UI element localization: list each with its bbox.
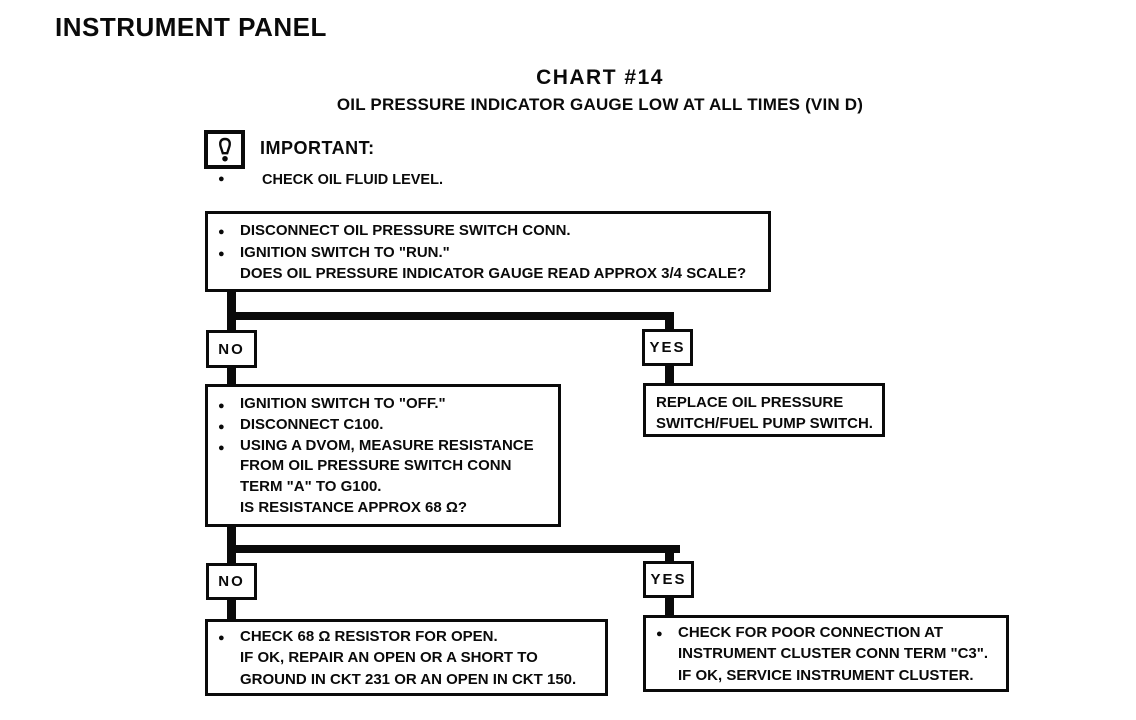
step2-line: TERM "A" TO G100. xyxy=(240,478,382,496)
connector-line xyxy=(227,545,680,553)
step2-box: IGNITION SWITCH TO "OFF." DISCONNECT C10… xyxy=(205,384,561,527)
yes-label: YES xyxy=(650,571,687,588)
connector-line xyxy=(227,312,674,320)
connector-line xyxy=(665,312,674,330)
step2-line: FROM OIL PRESSURE SWITCH CONN xyxy=(240,457,512,475)
important-note: CHECK OIL FLUID LEVEL. xyxy=(205,172,762,188)
action-line: INSTRUMENT CLUSTER CONN TERM "C3". xyxy=(678,645,989,663)
yes-branch-box-1: YES xyxy=(642,329,693,366)
no-label: NO xyxy=(218,340,245,358)
chart-subtitle: OIL PRESSURE INDICATOR GAUGE LOW AT ALL … xyxy=(336,95,864,114)
yes-branch-box-2: YES xyxy=(643,561,694,598)
chart-title: CHART #14 xyxy=(536,66,664,89)
step1-line: IGNITION SWITCH TO "RUN." xyxy=(208,242,768,264)
step2-line: DISCONNECT C100. xyxy=(208,415,558,438)
action-line: CHECK FOR POOR CONNECTION AT xyxy=(646,622,1006,646)
connector-line xyxy=(227,290,236,331)
page-title: INSTRUMENT PANEL xyxy=(55,12,327,42)
exclamation-icon xyxy=(204,130,245,169)
no-branch-box-2: NO xyxy=(206,563,257,600)
check-resistor-box: CHECK 68 Ω RESISTOR FOR OPEN. IF OK, REP… xyxy=(205,619,608,696)
connector-line xyxy=(665,545,674,562)
connector-line xyxy=(227,600,236,620)
step1-box: DISCONNECT OIL PRESSURE SWITCH CONN. IGN… xyxy=(205,211,771,292)
step2-line: IGNITION SWITCH TO "OFF." xyxy=(208,394,558,417)
replace-line: SWITCH/FUEL PUMP SWITCH. xyxy=(656,415,873,432)
action-line: IF OK, REPAIR AN OPEN OR A SHORT TO xyxy=(240,649,538,667)
action-line: GROUND IN CKT 231 OR AN OPEN IN CKT 150. xyxy=(240,670,577,688)
check-connection-box: CHECK FOR POOR CONNECTION AT INSTRUMENT … xyxy=(643,615,1009,692)
connector-line xyxy=(227,368,236,386)
step1-line: DISCONNECT OIL PRESSURE SWITCH CONN. xyxy=(208,220,768,243)
step2-question: IS RESISTANCE APPROX 68 Ω? xyxy=(240,498,468,516)
yes-label: YES xyxy=(649,339,686,356)
no-branch-box-1: NO xyxy=(206,330,257,368)
connector-line xyxy=(665,366,674,384)
chart-header: CHART #14 OIL PRESSURE INDICATOR GAUGE L… xyxy=(300,66,900,115)
action-line: IF OK, SERVICE INSTRUMENT CLUSTER. xyxy=(678,666,974,684)
action-line: CHECK 68 Ω RESISTOR FOR OPEN. xyxy=(208,626,605,650)
important-label: IMPORTANT: xyxy=(260,138,375,158)
replace-line: REPLACE OIL PRESSURE xyxy=(656,394,844,411)
no-label: NO xyxy=(218,573,245,590)
replace-switch-box: REPLACE OIL PRESSURE SWITCH/FUEL PUMP SW… xyxy=(643,383,885,437)
step1-question: DOES OIL PRESSURE INDICATOR GAUGE READ A… xyxy=(240,265,747,282)
step2-line: USING A DVOM, MEASURE RESISTANCE xyxy=(208,436,558,459)
connector-line xyxy=(665,598,674,616)
